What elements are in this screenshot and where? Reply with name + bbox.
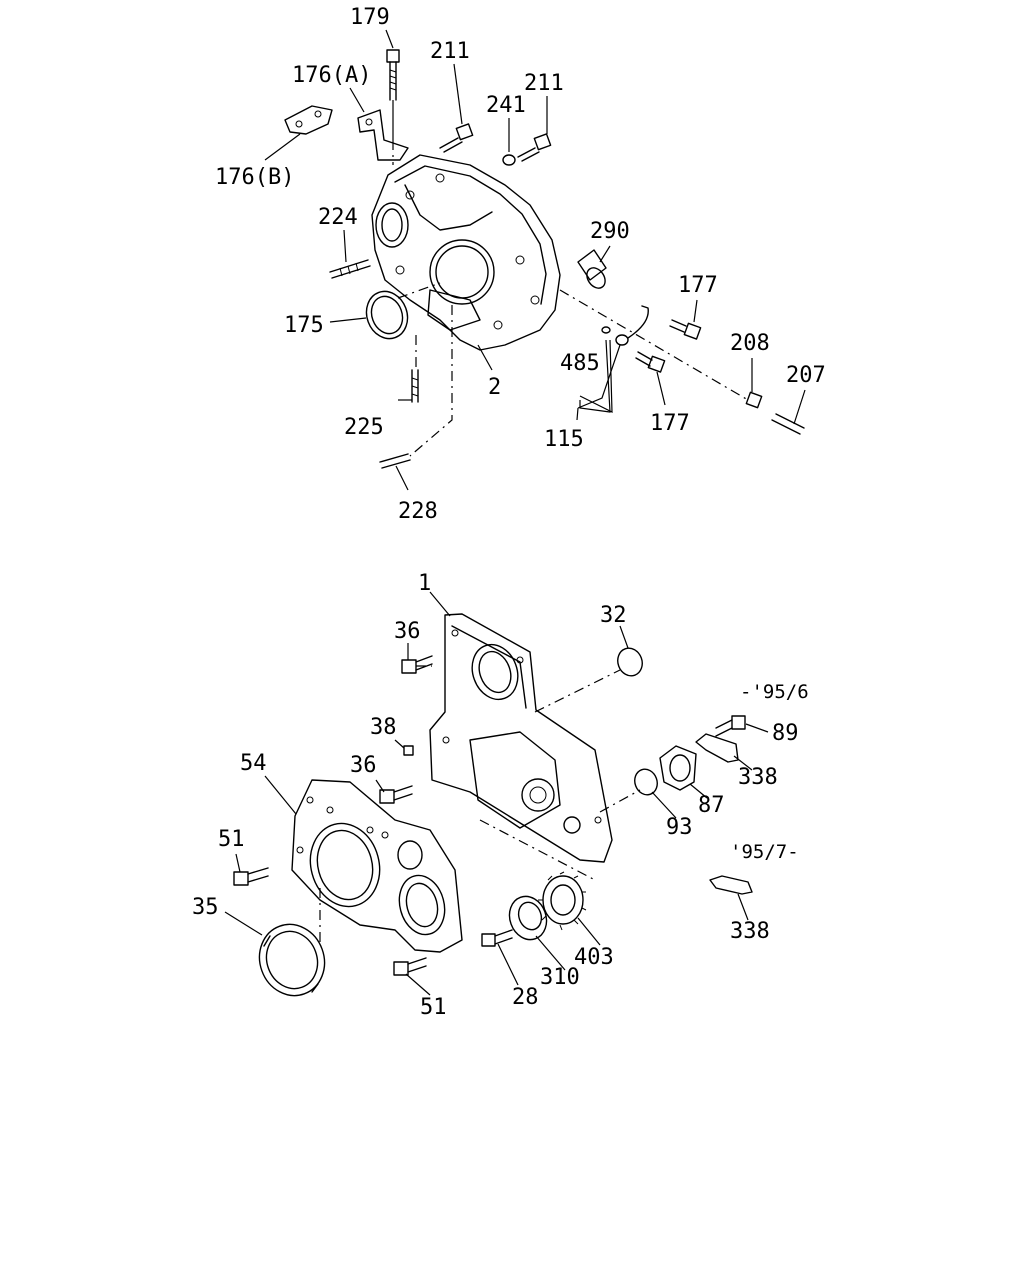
note-from-date: '95/7- bbox=[730, 841, 799, 863]
bolt-51-b bbox=[393, 957, 427, 976]
bolt-211-a bbox=[439, 123, 474, 153]
callout-176b: 176(B) bbox=[215, 165, 294, 190]
bolt-28 bbox=[481, 929, 513, 947]
pin-38 bbox=[403, 745, 414, 756]
callout-207: 207 bbox=[786, 363, 826, 388]
callout-175: 175 bbox=[284, 313, 324, 338]
callout-2: 2 bbox=[488, 375, 501, 400]
seal-175 bbox=[365, 290, 409, 340]
callout-177-b: 177 bbox=[650, 411, 690, 436]
bolt-177-a bbox=[669, 319, 702, 340]
callout-1: 1 bbox=[418, 571, 431, 596]
callout-93: 93 bbox=[666, 815, 693, 840]
bolt-179 bbox=[386, 49, 400, 140]
callout-211-b: 211 bbox=[524, 71, 564, 96]
hub-310 bbox=[508, 895, 548, 941]
bracket-176b bbox=[284, 105, 333, 135]
callout-208: 208 bbox=[730, 331, 770, 356]
callout-36-b: 36 bbox=[350, 753, 377, 778]
bracket-338-a bbox=[695, 733, 739, 763]
gear-403 bbox=[538, 871, 587, 931]
bolt-36-b bbox=[379, 785, 413, 804]
callout-89: 89 bbox=[772, 721, 799, 746]
callout-224: 224 bbox=[318, 205, 358, 230]
callout-51-b: 51 bbox=[420, 995, 447, 1020]
washer-241 bbox=[502, 154, 516, 166]
callout-403: 403 bbox=[574, 945, 614, 970]
flywheel-housing bbox=[371, 154, 561, 351]
seal-35 bbox=[258, 923, 326, 997]
bolt-36-a bbox=[401, 655, 433, 674]
bracket-338-b bbox=[709, 875, 753, 895]
callout-177-a: 177 bbox=[678, 273, 718, 298]
callout-211-a: 211 bbox=[430, 39, 470, 64]
callout-179: 179 bbox=[350, 5, 390, 30]
bracket-176a bbox=[357, 109, 409, 161]
sensor-290 bbox=[577, 249, 607, 289]
callout-115: 115 bbox=[544, 427, 584, 452]
stud-207 bbox=[771, 413, 805, 435]
plate-1 bbox=[429, 613, 613, 863]
callout-87: 87 bbox=[698, 793, 725, 818]
o-ring-32 bbox=[617, 647, 643, 677]
callout-176a: 176(A) bbox=[292, 63, 371, 88]
callout-32: 32 bbox=[600, 603, 627, 628]
cover-54 bbox=[291, 779, 463, 953]
note-until-date: -'95/6 bbox=[740, 681, 809, 703]
housing-87 bbox=[659, 745, 697, 791]
callout-228: 228 bbox=[398, 499, 438, 524]
callout-54: 54 bbox=[240, 751, 267, 776]
callout-485: 485 bbox=[560, 351, 600, 376]
callout-38: 38 bbox=[370, 715, 397, 740]
bolt-51-a bbox=[233, 867, 269, 886]
callout-290: 290 bbox=[590, 219, 630, 244]
callout-36-a: 36 bbox=[394, 619, 421, 644]
callout-225: 225 bbox=[344, 415, 384, 440]
callout-338-a: 338 bbox=[738, 765, 778, 790]
stud-225 bbox=[411, 369, 419, 403]
plug-208 bbox=[745, 391, 763, 409]
callout-310: 310 bbox=[540, 965, 580, 990]
callout-51-a: 51 bbox=[218, 827, 245, 852]
flywheel-housing-assembly bbox=[264, 29, 806, 491]
stud-224 bbox=[329, 259, 371, 279]
stud-228 bbox=[379, 453, 411, 469]
callout-241: 241 bbox=[486, 93, 526, 118]
fitting-115 bbox=[601, 305, 649, 346]
callout-35: 35 bbox=[192, 895, 219, 920]
bolt-89 bbox=[715, 715, 746, 737]
timing-case-assembly bbox=[224, 591, 769, 997]
callout-28: 28 bbox=[512, 985, 539, 1010]
callout-338-b: 338 bbox=[730, 919, 770, 944]
o-ring-93 bbox=[634, 768, 658, 796]
bolt-211-b bbox=[517, 133, 552, 162]
bolt-177-b bbox=[635, 351, 666, 373]
